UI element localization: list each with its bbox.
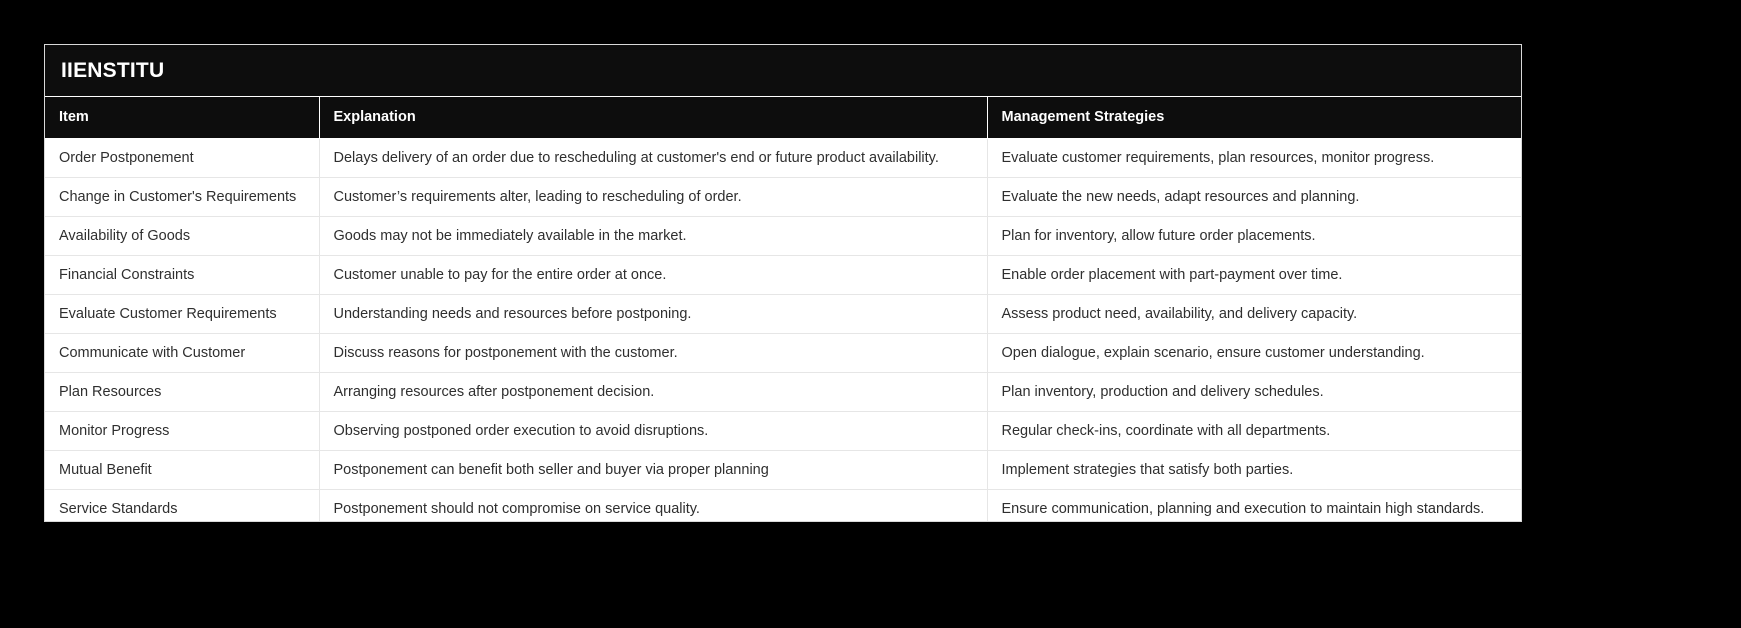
cell-explanation: Understanding needs and resources before… [319, 294, 988, 334]
cell-item: Financial Constraints [45, 255, 320, 295]
cell-strategies: Assess product need, availability, and d… [987, 294, 1521, 334]
cell-explanation: Postponement can benefit both seller and… [319, 450, 988, 490]
cell-explanation: Customer unable to pay for the entire or… [319, 255, 988, 295]
cell-strategies: Regular check-ins, coordinate with all d… [987, 411, 1521, 451]
table-row: Change in Customer's Requirements Custom… [45, 177, 1521, 217]
table-row: Communicate with Customer Discuss reason… [45, 333, 1521, 373]
table-row: Evaluate Customer Requirements Understan… [45, 294, 1521, 334]
brand-title: IIENSTITU [61, 58, 165, 82]
cell-explanation: Discuss reasons for postponement with th… [319, 333, 988, 373]
cell-item: Evaluate Customer Requirements [45, 294, 320, 334]
table-body: Order Postponement Delays delivery of an… [45, 138, 1521, 521]
cell-explanation: Observing postponed order execution to a… [319, 411, 988, 451]
cell-explanation: Delays delivery of an order due to resch… [319, 138, 988, 178]
table-header-row: Item Explanation Management Strategies [45, 97, 1521, 139]
table-card: IIENSTITU Item Explanation Management St… [44, 44, 1522, 522]
cell-strategies: Plan for inventory, allow future order p… [987, 216, 1521, 256]
table-row: Plan Resources Arranging resources after… [45, 372, 1521, 412]
column-header-explanation[interactable]: Explanation [319, 97, 988, 139]
cell-item: Monitor Progress [45, 411, 320, 451]
cell-explanation: Postponement should not compromise on se… [319, 489, 988, 521]
cell-item: Change in Customer's Requirements [45, 177, 320, 217]
table-row: Service Standards Postponement should no… [45, 489, 1521, 521]
cell-item: Availability of Goods [45, 216, 320, 256]
table-row: Availability of Goods Goods may not be i… [45, 216, 1521, 256]
cell-strategies: Ensure communication, planning and execu… [987, 489, 1521, 521]
table-header: Item Explanation Management Strategies [45, 97, 1521, 139]
cell-strategies: Evaluate the new needs, adapt resources … [987, 177, 1521, 217]
table-row: Financial Constraints Customer unable to… [45, 255, 1521, 295]
cell-strategies: Evaluate customer requirements, plan res… [987, 138, 1521, 178]
postponement-table: Item Explanation Management Strategies O… [45, 97, 1521, 521]
table-row: Mutual Benefit Postponement can benefit … [45, 450, 1521, 490]
cell-strategies: Plan inventory, production and delivery … [987, 372, 1521, 412]
cell-item: Mutual Benefit [45, 450, 320, 490]
cell-explanation: Customer’s requirements alter, leading t… [319, 177, 988, 217]
cell-strategies: Enable order placement with part-payment… [987, 255, 1521, 295]
column-header-strategies[interactable]: Management Strategies [987, 97, 1521, 139]
brand-header: IIENSTITU [45, 45, 1521, 97]
table-row: Monitor Progress Observing postponed ord… [45, 411, 1521, 451]
cell-strategies: Implement strategies that satisfy both p… [987, 450, 1521, 490]
cell-explanation: Arranging resources after postponement d… [319, 372, 988, 412]
cell-explanation: Goods may not be immediately available i… [319, 216, 988, 256]
column-header-item[interactable]: Item [45, 97, 320, 139]
cell-item: Order Postponement [45, 138, 320, 178]
cell-item: Communicate with Customer [45, 333, 320, 373]
cell-item: Service Standards [45, 489, 320, 521]
table-row: Order Postponement Delays delivery of an… [45, 138, 1521, 178]
cell-item: Plan Resources [45, 372, 320, 412]
cell-strategies: Open dialogue, explain scenario, ensure … [987, 333, 1521, 373]
